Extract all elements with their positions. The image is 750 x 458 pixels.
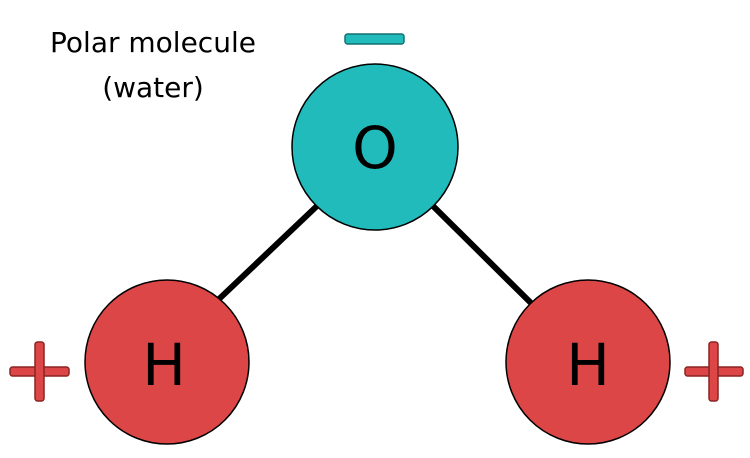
oxygen-atom-circle [291, 63, 459, 231]
bond-right [429, 202, 536, 308]
positive-charge-right-vertical [708, 341, 719, 402]
bond-left [215, 202, 321, 303]
hydrogen-left-label: H [142, 331, 186, 399]
hydrogen-left-circle [84, 279, 250, 445]
oxygen-atom-label: O [352, 114, 398, 182]
negative-charge-icon [344, 33, 405, 45]
positive-charge-left-icon [9, 341, 70, 402]
positive-charge-right-icon [684, 341, 744, 402]
hydrogen-right-label: H [566, 331, 610, 399]
title-line-2: (water) [102, 71, 204, 104]
title-line-1: Polar molecule [50, 26, 256, 59]
hydrogen-atom-left: H [84, 279, 250, 445]
hydrogen-atom-right: H [505, 279, 671, 445]
hydrogen-right-circle [505, 279, 671, 445]
oxygen-atom: O [291, 63, 459, 231]
positive-charge-left-vertical [34, 341, 45, 402]
